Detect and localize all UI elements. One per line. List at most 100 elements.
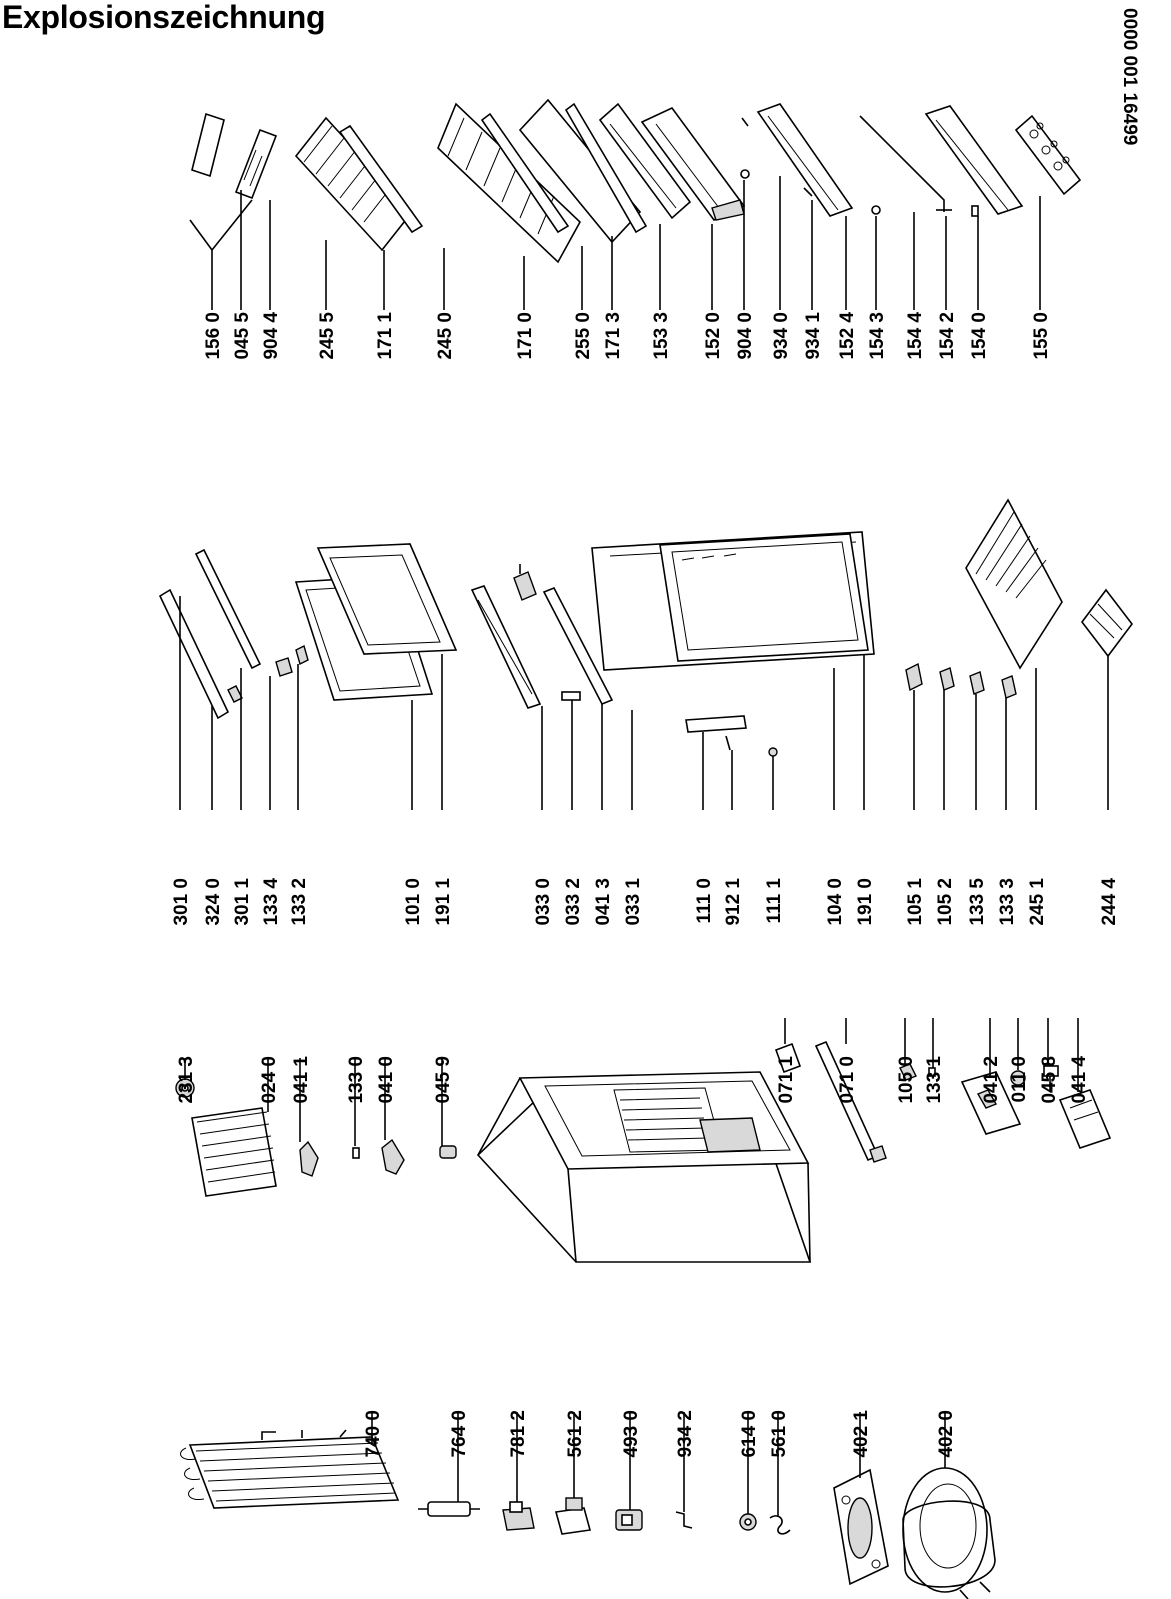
- part-label-011-0: 011 0: [1009, 1056, 1030, 1103]
- door-bin-bottom-icon: [924, 105, 1024, 217]
- door-bin-upper-icon: [598, 102, 692, 220]
- part-label-033-2: 033 2: [563, 878, 584, 926]
- part-label-154-4: 154 4: [905, 312, 926, 360]
- part-label-561-2: 561 2: [565, 1410, 586, 1458]
- starting-relay-icon: [554, 1497, 592, 1535]
- hinge-door-icon: [513, 564, 537, 601]
- part-labels-column-2: 231 3 024 0 041 1 133 0 041 0 045 9 071 1 071 0…: [176, 1056, 1090, 1104]
- bottle-bin-icon: [756, 103, 854, 217]
- part-label-154-0: 154 0: [969, 312, 990, 360]
- part-label-045-5: 045 5: [232, 312, 253, 360]
- hinge-parts-icons: [905, 662, 1017, 699]
- part-label-071-0: 071 0: [837, 1056, 858, 1104]
- part-label-105-1: 105 1: [905, 878, 926, 926]
- part-label-934-2: 934 2: [675, 1410, 696, 1458]
- egg-tray-icon: [1014, 114, 1082, 196]
- part-label-324-0: 324 0: [203, 878, 224, 926]
- glass-shelf-icon: [518, 98, 648, 244]
- part-label-041-1: 041 1: [291, 1056, 312, 1104]
- toe-plinth-icon: [814, 1040, 887, 1163]
- part-label-781-2: 781 2: [508, 1410, 529, 1458]
- part-label-071-1: 071 1: [776, 1056, 797, 1104]
- adjustable-foot-icon: [1010, 1070, 1026, 1086]
- evaporator-grille-icon: [191, 1107, 277, 1197]
- part-label-154-3: 154 3: [867, 312, 888, 360]
- part-label-133-1: 133 1: [924, 1056, 945, 1104]
- hinge-bottom-bracket-icon: [1058, 1089, 1112, 1149]
- hinge-bush-icon: [439, 1145, 457, 1159]
- part-label-231-3: 231 3: [176, 1056, 197, 1104]
- leaders-column-4: [189, 176, 1041, 310]
- leaders-column-3: [179, 596, 1109, 810]
- part-label-561-0: 561 0: [769, 1410, 790, 1458]
- part-label-245-5: 245 5: [317, 312, 338, 360]
- overload-protector-icon: [615, 1509, 643, 1531]
- part-label-171-0: 171 0: [515, 312, 536, 360]
- part-label-171-1: 171 1: [375, 312, 396, 360]
- part-label-041-2: 041 2: [981, 1056, 1002, 1104]
- small-clips-icon: [740, 117, 750, 179]
- part-label-740-0: 740 0: [363, 1410, 384, 1458]
- foot-small-icon: [899, 1063, 917, 1081]
- part-label-245-0: 245 0: [435, 312, 456, 360]
- part-label-171-3: 171 3: [603, 312, 624, 360]
- part-label-764-0: 764 0: [449, 1410, 470, 1458]
- part-label-133-0: 133 0: [346, 1056, 367, 1104]
- screw-icon: [1043, 1065, 1059, 1092]
- part-label-244-4: 244 4: [1099, 878, 1120, 926]
- part-label-104-0: 104 0: [825, 878, 846, 926]
- part-label-191-1: 191 1: [433, 878, 454, 926]
- freezer-flap-icon: [191, 112, 278, 200]
- spring-clip-icon: [769, 1515, 791, 1535]
- part-label-101-0: 101 0: [403, 878, 424, 926]
- part-label-111-0: 111 0: [694, 878, 715, 923]
- part-label-301-0: 301 0: [171, 878, 192, 926]
- part-label-041-0: 041 0: [376, 1056, 397, 1104]
- part-label-152-4: 152 4: [837, 312, 858, 360]
- condenser-coil-icon: [180, 1429, 400, 1509]
- part-label-934-0: 934 0: [771, 312, 792, 360]
- cover-small-icon: [774, 1042, 802, 1074]
- dryer-filter-icon: [418, 1501, 480, 1517]
- part-label-245-1: 245 1: [1027, 878, 1048, 926]
- part-label-105-0: 105 0: [896, 1056, 917, 1104]
- door-handle-strip-icon: [194, 548, 262, 670]
- part-label-493-0: 493 0: [621, 1410, 642, 1458]
- freezer-basket-icon: [965, 498, 1063, 670]
- part-label-904-0: 904 0: [735, 312, 756, 360]
- part-label-912-1: 912 1: [723, 878, 744, 926]
- part-label-105-2: 105 2: [935, 878, 956, 926]
- part-label-255-0: 255 0: [573, 312, 594, 360]
- wire-clip-icon: [675, 1511, 693, 1529]
- part-label-154-2: 154 2: [937, 312, 958, 360]
- part-label-024-0: 024 0: [259, 1056, 280, 1104]
- refrigerator-door-icon: [591, 531, 875, 671]
- part-label-033-0: 033 0: [533, 878, 554, 926]
- part-label-614-0: 614 0: [739, 1410, 760, 1458]
- part-label-904-4: 904 4: [261, 312, 282, 360]
- document-number: 0000 001 16499: [1119, 8, 1140, 145]
- grommet-icon: [739, 1513, 757, 1531]
- compressor-base-plate-icon: [833, 1468, 889, 1586]
- part-label-402-1: 402 1: [851, 1410, 872, 1458]
- pin-small-icon: [928, 1067, 936, 1077]
- part-label-033-1: 033 1: [623, 878, 644, 926]
- hinge-pin-small-icon: [275, 644, 309, 677]
- compressor-icon: [902, 1467, 996, 1599]
- door-trim-strip-icon: [158, 588, 243, 720]
- cap-round-icon: [768, 747, 778, 757]
- page-title: Explosionszeichnung: [2, 0, 326, 35]
- pin-icon: [352, 1147, 360, 1159]
- bottle-retainer-icon: [859, 115, 952, 215]
- part-label-153-3: 153 3: [651, 312, 672, 360]
- part-label-045-9: 045 9: [433, 1056, 454, 1104]
- part-label-133-3: 133 3: [997, 878, 1018, 926]
- part-label-156-0: 156 0: [203, 312, 224, 360]
- door-stop-icon: [685, 715, 747, 751]
- part-labels-column-4: 156 0 045 5 904 4 245 5 171 1 245 0 171 0 255 0…: [203, 312, 1052, 360]
- part-label-301-1: 301 1: [232, 878, 253, 926]
- part-label-152-0: 152 0: [703, 312, 724, 360]
- part-labels-column-1: 740 0 764 0 781 2 561 2 493 0 934 2 614 0 561 0…: [363, 1410, 957, 1458]
